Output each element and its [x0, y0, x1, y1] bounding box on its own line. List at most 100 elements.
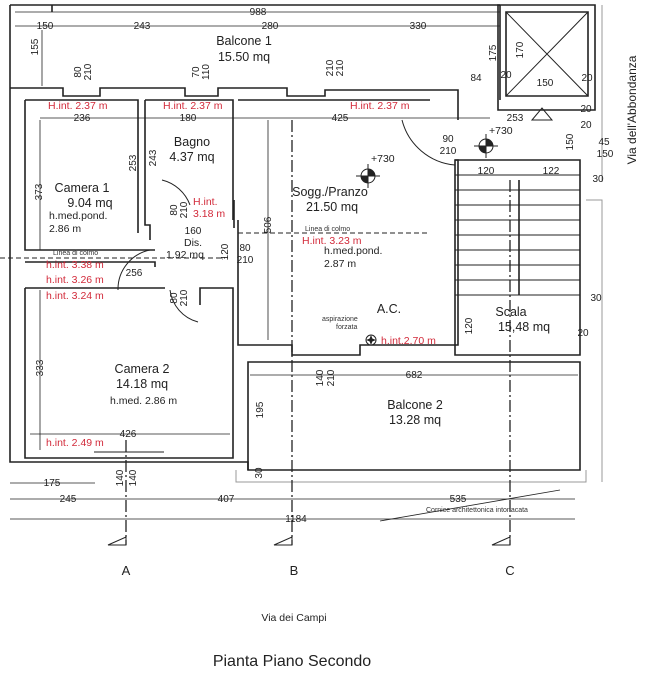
dimension: 120	[220, 243, 231, 260]
dimension: 535	[450, 494, 467, 505]
dimension: 20	[581, 73, 593, 84]
dimension: 20	[500, 70, 512, 81]
dimension: 45	[598, 137, 610, 148]
room-hmed-label: h.med.pond.	[324, 245, 382, 257]
symbols	[356, 107, 554, 346]
dimension: 120	[464, 317, 475, 334]
dimension: 80	[169, 292, 180, 304]
dimension: 30	[592, 174, 604, 185]
dimensions: 988 150 243 280 330 155 80 210 70 110 21…	[30, 7, 614, 525]
walls	[9, 4, 603, 483]
axis-label-c: C	[505, 563, 514, 578]
dimension: 682	[406, 370, 423, 381]
dimension: 373	[34, 183, 45, 200]
dimension: 330	[410, 21, 427, 32]
dimension: 245	[60, 494, 77, 505]
aspiration-label: aspirazione	[322, 316, 358, 323]
dimension: 80	[73, 66, 84, 78]
dimension: 90	[442, 134, 454, 145]
room-area: 15,48 mq	[498, 320, 550, 334]
room-area: 4.37 mq	[169, 150, 214, 164]
dimension: 70	[191, 66, 202, 78]
room-name: Balcone 2	[387, 398, 443, 412]
level-marker-icon	[474, 134, 498, 158]
dimension: 243	[134, 21, 151, 32]
dimension: 150	[37, 21, 54, 32]
aspiration-label: forzata	[336, 324, 358, 331]
dimension: 140	[315, 369, 326, 386]
dimension: 80	[169, 204, 180, 216]
grid-axes	[107, 120, 511, 546]
dimension: 122	[543, 166, 560, 177]
level-marker-icon	[356, 164, 380, 188]
room-area: 14.18 mq	[116, 377, 168, 391]
room-name: Sogg./Pranzo	[292, 185, 368, 199]
room-hmed: h.med. 2.86 m	[110, 395, 177, 407]
room-area: 1.92 mq	[166, 249, 204, 261]
dimension: 80	[239, 243, 251, 254]
dimension: 425	[332, 113, 349, 124]
dimension: 195	[255, 401, 266, 418]
height-label: 3.18 m	[193, 208, 225, 220]
street-label-right: Via dell'Abbondanza	[625, 55, 639, 164]
room-area: 9.04 mq	[67, 196, 112, 210]
dimension: 30	[590, 293, 602, 304]
room-name: A.C.	[377, 302, 401, 316]
dimension: 120	[478, 166, 495, 177]
dimension: 110	[201, 64, 212, 80]
room-hmed-label: h.med.pond.	[49, 210, 107, 222]
dimension: 140	[128, 469, 139, 486]
dimension: 210	[237, 255, 254, 266]
dimension: 175	[488, 44, 499, 61]
height-label: H.int. 2.37 m	[350, 100, 410, 112]
level-label: +730	[371, 153, 395, 165]
height-label: h.int. 3.38 m	[46, 259, 104, 271]
room-area: 15.50 mq	[218, 50, 270, 64]
room-name: Dis.	[184, 237, 202, 249]
plan-title: Pianta Piano Secondo	[213, 653, 371, 670]
dimension: 210	[325, 59, 336, 76]
dimension: 150	[565, 133, 576, 150]
height-label: H.int. 2.37 m	[163, 100, 223, 112]
ridge-line	[0, 232, 430, 259]
cornice-label: Cornice architettonica intonacata	[426, 507, 528, 514]
room-hmed: 2.87 m	[324, 258, 356, 270]
dimension: 256	[126, 268, 143, 279]
axis-label-b: B	[290, 563, 299, 578]
dimension: 236	[74, 113, 91, 124]
dimension: 210	[440, 146, 457, 157]
dimension: 160	[185, 226, 202, 237]
dimension: 407	[218, 494, 235, 505]
height-label: h.int.2.70 m	[381, 335, 436, 347]
dimension: 253	[507, 113, 524, 124]
dimension: 150	[537, 78, 554, 89]
ridge-line-label: Linea di colmo	[305, 226, 350, 233]
dimension: 150	[597, 149, 614, 160]
dimension: 506	[263, 216, 274, 233]
room-name: Balcone 1	[216, 34, 272, 48]
dimension: 333	[35, 359, 46, 376]
dimension: 1184	[285, 514, 307, 525]
axis-label-a: A	[122, 563, 131, 578]
dimension: 180	[180, 113, 197, 124]
room-name: Camera 1	[55, 181, 110, 195]
dimension: 20	[577, 328, 589, 339]
dimension: 140	[115, 469, 126, 486]
height-label: h.int. 3.26 m	[46, 274, 104, 286]
room-area: 21.50 mq	[306, 200, 358, 214]
dimension: 210	[326, 369, 337, 386]
dimension: 210	[335, 59, 346, 76]
dimension: 20	[580, 120, 592, 131]
dimension: 280	[262, 21, 279, 32]
height-label: H.int. 2.37 m	[48, 100, 108, 112]
dimension: 155	[30, 38, 41, 55]
height-labels: H.int. 2.37 m H.int. 2.37 m H.int. 2.37 …	[46, 100, 436, 449]
dimension: 210	[179, 289, 190, 306]
dimension: 20	[580, 104, 592, 115]
dimension: 253	[128, 154, 139, 171]
dimension: 210	[83, 63, 94, 80]
room-name: Scala	[495, 305, 526, 319]
height-label: H.int. 3.23 m	[302, 235, 362, 247]
dimension: 426	[120, 429, 137, 440]
